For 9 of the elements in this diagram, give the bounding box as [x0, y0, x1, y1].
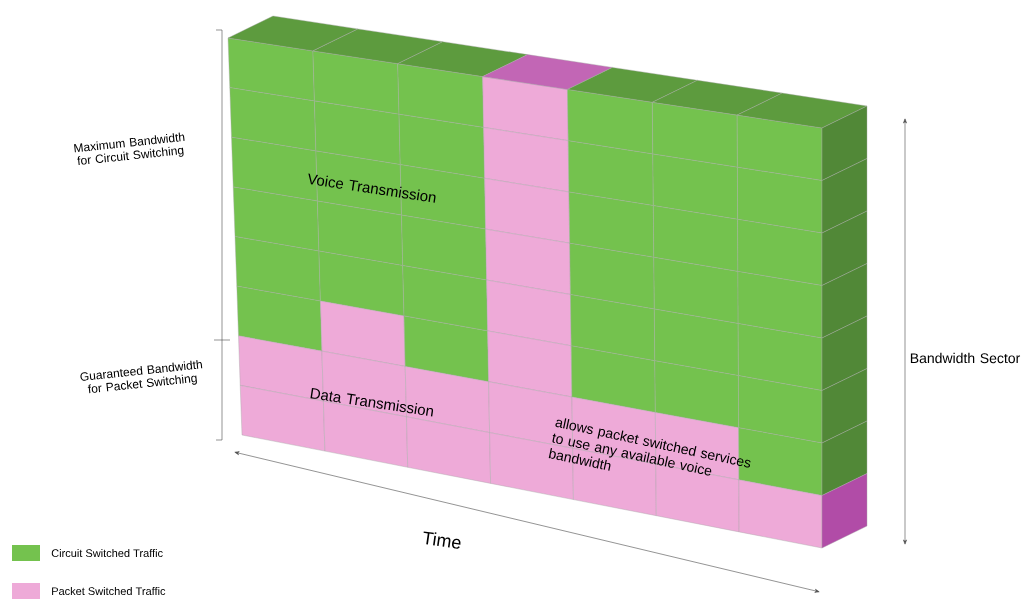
bracket-label: Maximum Bandwidth for Circuit Switching	[74, 132, 185, 166]
legend-label: Circuit Switched Traffic	[51, 548, 163, 558]
axis-label: Bandwidth Sector	[910, 352, 1021, 364]
bracket-label: Guaranteed Bandwidth for Packet Switching	[80, 360, 203, 394]
legend-label: Packet Switched Traffic	[52, 586, 166, 596]
note-text: allows packet switched services to use any available voice bandwidth	[548, 418, 751, 476]
axis-label: Time	[423, 531, 461, 549]
region-label: Voice Transmission	[308, 173, 436, 203]
region-label: Data Transmission	[310, 388, 434, 417]
